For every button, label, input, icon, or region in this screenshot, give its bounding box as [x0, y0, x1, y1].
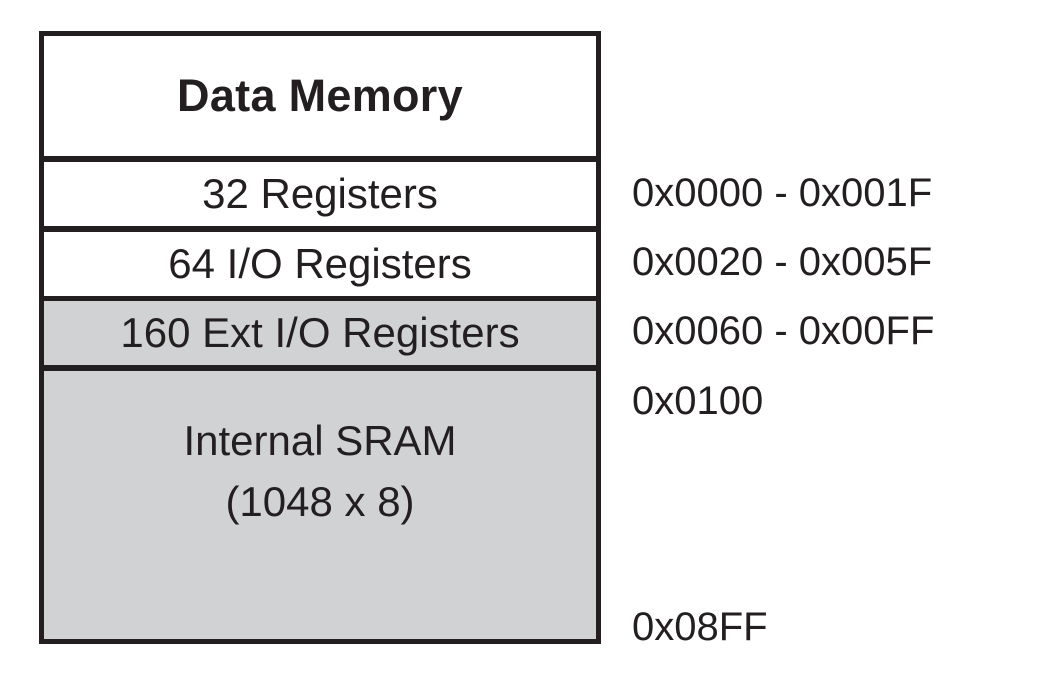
region-io-registers: 64 I/O Registers	[44, 232, 596, 296]
address-sram-end: 0x08FF	[632, 605, 768, 649]
region-registers: 32 Registers	[44, 162, 596, 226]
region-internal-sram-label: Internal SRAM (1048 x 8)	[183, 410, 456, 532]
sram-label-line2: (1048 x 8)	[225, 478, 415, 525]
address-sram-start: 0x0100	[632, 379, 764, 423]
region-ext-io-registers-label: 160 Ext I/O Registers	[120, 309, 520, 356]
region-registers-label: 32 Registers	[202, 170, 438, 217]
memory-title-cell: Data Memory	[44, 36, 596, 156]
sram-label-line1: Internal SRAM	[183, 417, 457, 464]
address-range-io-registers: 0x0020 - 0x005F	[632, 240, 933, 284]
data-memory-map: Data Memory 32 Registers 64 I/O Register…	[39, 31, 601, 644]
address-range-ext-io-registers: 0x0060 - 0x00FF	[632, 309, 935, 353]
region-internal-sram: Internal SRAM (1048 x 8)	[44, 371, 596, 639]
region-ext-io-registers: 160 Ext I/O Registers	[44, 301, 596, 365]
address-range-registers: 0x0000 - 0x001F	[632, 171, 933, 215]
memory-title: Data Memory	[177, 70, 463, 121]
region-io-registers-label: 64 I/O Registers	[168, 240, 472, 287]
